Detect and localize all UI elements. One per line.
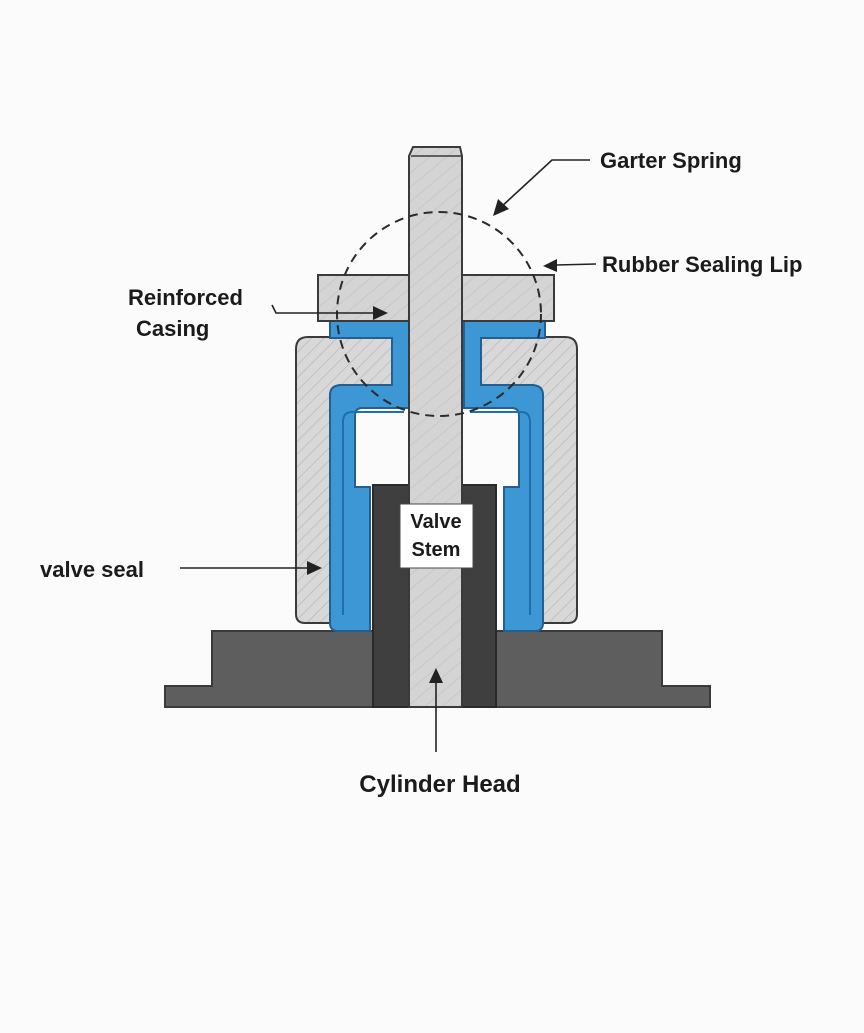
seal-right-half bbox=[463, 319, 546, 632]
seal-right-inner-contour bbox=[470, 411, 531, 615]
valve-stem-label-line2: Stem bbox=[412, 539, 461, 561]
valve-stem: Valve Stem bbox=[399, 146, 474, 708]
cylinder-head-arrowhead bbox=[429, 668, 443, 683]
reinforced-casing-callout: Reinforced Casing bbox=[128, 285, 388, 341]
rubber-sealing-lip-label: Rubber Sealing Lip bbox=[602, 252, 802, 277]
valve-stem-label-line1: Valve bbox=[410, 511, 461, 533]
garter-spring-label: Garter Spring bbox=[600, 148, 742, 173]
reinforced-casing-label-line2: Casing bbox=[136, 316, 209, 341]
cylinder-head-callout: Cylinder Head bbox=[359, 668, 521, 798]
valve-seal-callout: valve seal bbox=[40, 557, 322, 582]
rubber-sealing-lip-arrowhead bbox=[543, 259, 557, 272]
valve-stem-label-box bbox=[399, 503, 474, 569]
rubber-sealing-lip-leader-line bbox=[555, 263, 597, 266]
rubber-sealing-lip-callout: Rubber Sealing Lip bbox=[543, 252, 802, 277]
valve-seal-label: valve seal bbox=[40, 557, 144, 582]
reinforced-casing-leader-line bbox=[271, 304, 374, 314]
seal-left-half bbox=[329, 319, 411, 632]
cylinder-head-label: Cylinder Head bbox=[359, 771, 520, 798]
reinforced-casing-arrowhead bbox=[373, 306, 388, 320]
garter-spring-circle bbox=[336, 211, 542, 417]
valve-stem-shape bbox=[408, 146, 463, 708]
garter-spring-arrowhead bbox=[493, 199, 509, 216]
valve-seal-arrowhead bbox=[307, 561, 322, 575]
garter-spring-leader-line bbox=[499, 159, 590, 209]
garter-spring-callout: Garter Spring bbox=[493, 148, 742, 216]
reinforced-casing-label-line1: Reinforced bbox=[128, 285, 243, 310]
seal-left-inner-contour bbox=[342, 411, 404, 615]
valve-seal-body bbox=[329, 319, 546, 632]
